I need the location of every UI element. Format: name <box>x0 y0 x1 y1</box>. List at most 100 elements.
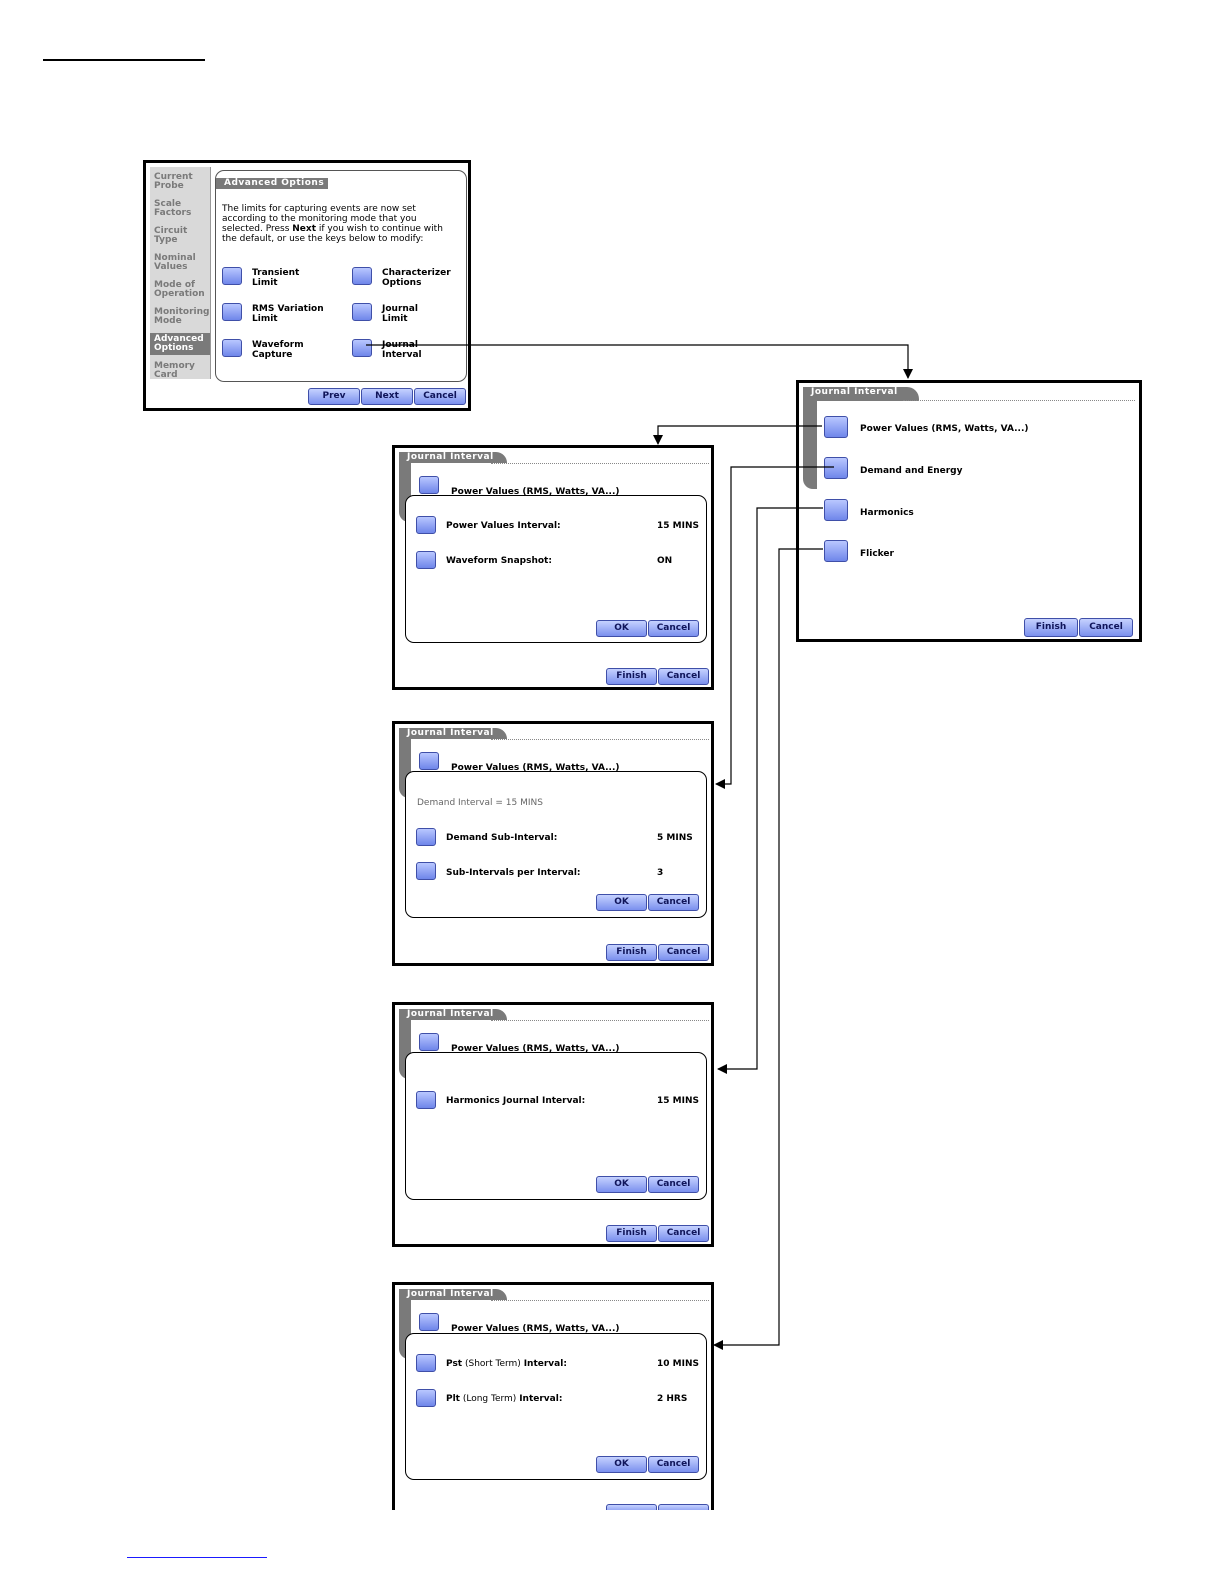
sidebar-item-monitoring-mode[interactable]: Monitoring Mode <box>154 307 210 326</box>
cancel-button[interactable]: Cancel <box>658 944 709 961</box>
journal-limit-label: Journal Limit <box>382 304 418 324</box>
power-values-button[interactable] <box>419 1033 439 1051</box>
power-values-dialog: Power Values Interval: 15 MINS Waveform … <box>405 495 707 643</box>
pst-interval-button[interactable] <box>416 1354 436 1372</box>
flicker-label: Flicker <box>860 549 894 559</box>
finish-button[interactable]: Finish <box>606 944 657 961</box>
sub-intervals-per-interval-value: 3 <box>657 868 664 878</box>
arrow-flicker <box>713 548 823 1350</box>
title-divider <box>491 1020 709 1021</box>
harmonics-journal-interval-value: 15 MINS <box>657 1096 699 1106</box>
menu-title: Journal Interval <box>803 387 919 401</box>
harmonics-screen: Journal Interval Power Values (RMS, Watt… <box>392 1002 714 1247</box>
demand-sub-interval-button[interactable] <box>416 828 436 846</box>
journal-limit-button[interactable] <box>352 303 372 321</box>
waveform-snapshot-value: ON <box>657 556 673 566</box>
dialog-cancel-button[interactable]: Cancel <box>648 894 699 911</box>
screen-title: Journal Interval <box>399 1289 507 1300</box>
sidebar-item-mode-of-operation[interactable]: Mode of Operation <box>154 280 205 299</box>
setup-sidebar: Current Probe Scale Factors Circuit Type… <box>150 167 211 380</box>
power-values-button[interactable] <box>419 476 439 494</box>
plt-interval-value: 2 HRS <box>657 1394 688 1404</box>
harmonics-dialog: Harmonics Journal Interval: 15 MINS OK C… <box>405 1052 707 1200</box>
cancel-button[interactable]: Cancel <box>1079 618 1133 637</box>
pst-interval-value: 10 MINS <box>657 1359 699 1369</box>
sub-intervals-per-interval-label: Sub-Intervals per Interval: <box>446 868 581 878</box>
power-values-button[interactable] <box>419 1313 439 1331</box>
ok-button[interactable]: OK <box>596 1456 647 1473</box>
sidebar-item-circuit-type[interactable]: Circuit Type <box>154 226 188 245</box>
harmonics-journal-interval-label: Harmonics Journal Interval: <box>446 1096 586 1106</box>
characterizer-options-button[interactable] <box>352 267 372 285</box>
power-values-interval-button[interactable] <box>416 516 436 534</box>
finish-button[interactable]: Finish <box>606 1225 657 1242</box>
flicker-button[interactable] <box>824 540 848 562</box>
power-values-interval-value: 15 MINS <box>657 521 699 531</box>
power-values-interval-label: Power Values Interval: <box>446 521 561 531</box>
harmonics-journal-interval-button[interactable] <box>416 1091 436 1109</box>
plt-interval-button[interactable] <box>416 1389 436 1407</box>
arrow-journal-interval-to-menu <box>366 344 913 379</box>
power-values-label: Power Values (RMS, Watts, VA...) <box>451 763 620 773</box>
cancel-button[interactable]: Cancel <box>658 668 709 685</box>
sidebar-item-current-probe[interactable]: Current Probe <box>154 172 193 191</box>
demand-sub-interval-label: Demand Sub-Interval: <box>446 833 558 843</box>
demand-dialog: Demand Interval = 15 MINS Demand Sub-Int… <box>405 771 707 918</box>
harmonics-label: Harmonics <box>860 508 914 518</box>
sidebar-item-scale-factors[interactable]: Scale Factors <box>154 199 192 218</box>
waveform-snapshot-label: Waveform Snapshot: <box>446 556 552 566</box>
dialog-cancel-button[interactable]: Cancel <box>648 620 699 637</box>
sidebar-item-nominal-values[interactable]: Nominal Values <box>154 253 196 272</box>
next-button[interactable]: Next <box>361 388 413 405</box>
title-divider <box>491 463 709 464</box>
waveform-capture-button[interactable] <box>222 339 242 357</box>
cancel-button-cut[interactable] <box>658 1504 709 1510</box>
power-values-label: Power Values (RMS, Watts, VA...) <box>451 1044 620 1054</box>
ok-button[interactable]: OK <box>596 894 647 911</box>
waveform-capture-label: Waveform Capture <box>252 340 304 360</box>
finish-button-cut[interactable] <box>606 1504 657 1510</box>
sidebar-item-advanced-options[interactable]: Advanced Options <box>150 333 210 355</box>
power-values-button[interactable] <box>419 752 439 770</box>
journal-interval-button[interactable] <box>352 339 372 357</box>
menu-rail <box>803 387 817 489</box>
arrow-demand-energy <box>715 466 834 789</box>
arrow-power-values <box>653 425 822 445</box>
finish-button[interactable]: Finish <box>1024 618 1078 637</box>
prev-button[interactable]: Prev <box>308 388 360 405</box>
dialog-cancel-button[interactable]: Cancel <box>648 1176 699 1193</box>
transient-limit-button[interactable] <box>222 267 242 285</box>
demand-energy-button[interactable] <box>824 457 848 479</box>
footer-link-rule <box>127 1557 267 1558</box>
harmonics-button[interactable] <box>824 499 848 521</box>
cancel-button[interactable]: Cancel <box>414 388 466 405</box>
flicker-dialog: Pst (Short Term) Interval: 10 MINS Plt (… <box>405 1333 707 1480</box>
power-values-label: Power Values (RMS, Watts, VA...) <box>451 487 620 497</box>
rms-variation-limit-button[interactable] <box>222 303 242 321</box>
pst-interval-label: Pst (Short Term) Interval: <box>446 1359 567 1369</box>
screen-title: Journal Interval <box>399 728 507 739</box>
demand-energy-screen: Journal Interval Power Values (RMS, Watt… <box>392 721 714 966</box>
header-rule <box>43 59 205 61</box>
flicker-screen: Journal Interval Power Values (RMS, Watt… <box>392 1282 714 1510</box>
sidebar-item-memory-card[interactable]: Memory Card <box>154 361 195 380</box>
instructions-text: The limits for capturing events are now … <box>222 204 443 244</box>
plt-interval-label: Plt (Long Term) Interval: <box>446 1394 563 1404</box>
dialog-cancel-button[interactable]: Cancel <box>648 1456 699 1473</box>
rms-variation-limit-label: RMS Variation Limit <box>252 304 324 324</box>
ok-button[interactable]: OK <box>596 1176 647 1193</box>
screen-title: Journal Interval <box>399 452 507 463</box>
sub-intervals-per-interval-button[interactable] <box>416 862 436 880</box>
journal-interval-menu-screen: Journal Interval Power Values (RMS, Watt… <box>796 380 1142 642</box>
characterizer-options-label: Characterizer Options <box>382 268 451 288</box>
advanced-options-screen: Current Probe Scale Factors Circuit Type… <box>143 160 471 411</box>
panel-title: Advanced Options <box>216 178 329 189</box>
ok-button[interactable]: OK <box>596 620 647 637</box>
title-divider <box>491 739 709 740</box>
title-divider <box>903 400 1135 401</box>
finish-button[interactable]: Finish <box>606 668 657 685</box>
power-values-button[interactable] <box>824 416 848 438</box>
cancel-button[interactable]: Cancel <box>658 1225 709 1242</box>
waveform-snapshot-button[interactable] <box>416 551 436 569</box>
